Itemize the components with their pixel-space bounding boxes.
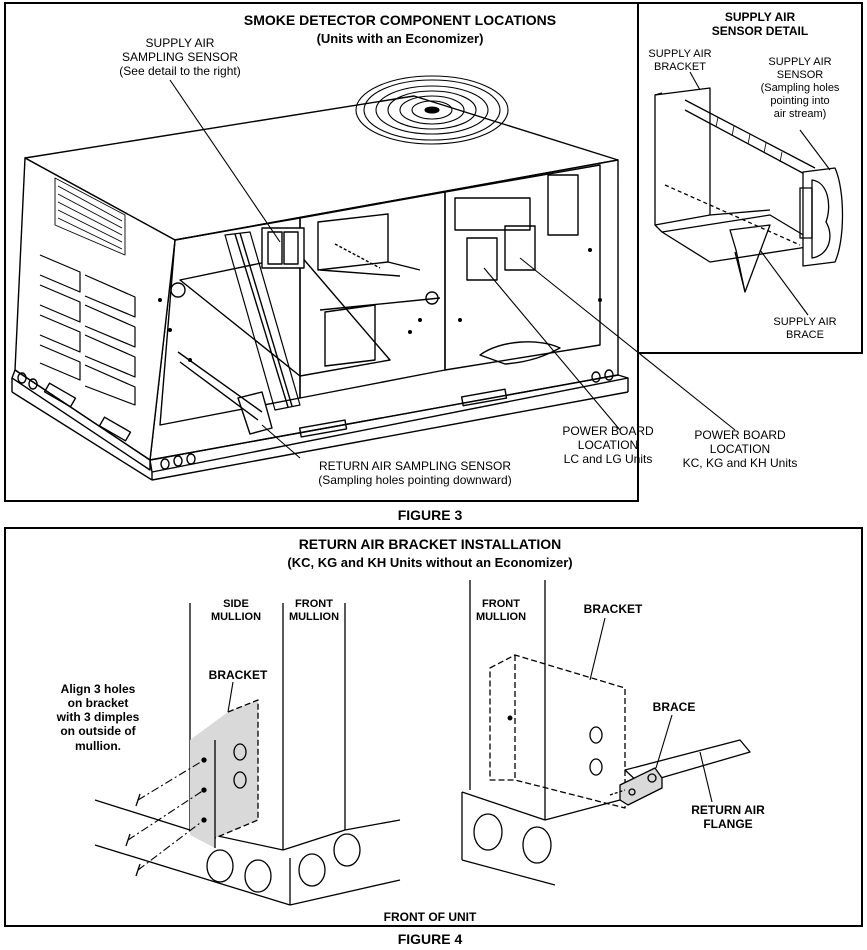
- front-of-unit-label: FRONT OF UNIT: [383, 910, 477, 924]
- base-hole: [206, 849, 234, 883]
- supply-sensor-leader: [169, 79, 281, 243]
- bracket-right-label: BRACKET: [583, 602, 643, 616]
- figure3-subtitle: (Units with an Economizer): [316, 31, 484, 46]
- economizer-hood: [54, 177, 126, 256]
- detail-sensor-label: SUPPLY AIR SENSOR (Sampling holes pointi…: [760, 56, 840, 120]
- detail-brace-label: SUPPLY AIR BRACE: [773, 316, 837, 341]
- figure4-subtitle: (KC, KG and KH Units without an Economiz…: [287, 555, 573, 570]
- figure3-caption: FIGURE 3: [397, 507, 463, 523]
- right-brace: [619, 767, 663, 806]
- return-sensor-label: RETURN AIR SAMPLING SENSOR (Sampling hol…: [318, 459, 512, 488]
- supply-sensor-box: [261, 227, 305, 269]
- brace-label: BRACE: [652, 700, 696, 714]
- base-hole: [244, 859, 272, 893]
- supply-sensor-label: SUPPLY AIR SAMPLING SENSOR (See detail t…: [119, 36, 241, 79]
- power-board-lc-lg-label: POWER BOARD LOCATION LC and LG Units: [562, 424, 654, 467]
- figure4-caption: FIGURE 4: [397, 931, 463, 947]
- base-hole: [298, 853, 326, 887]
- power-board-lc-leader: [483, 267, 621, 431]
- return-air-flange-label: RETURN AIR FLANGE: [691, 803, 765, 832]
- economizer-damper: [224, 231, 301, 411]
- supply-air-sensor-housing: [802, 167, 844, 267]
- louvers: [39, 254, 136, 406]
- base-hole: [333, 833, 361, 867]
- figure3-detail-panel: [637, 2, 863, 354]
- left-bracket: [190, 700, 258, 848]
- bracket-left-label: BRACKET: [208, 668, 268, 682]
- side-mullion-label: SIDE MULLION: [210, 598, 262, 623]
- align-holes-note: Align 3 holes on bracket with 3 dimples …: [56, 682, 140, 753]
- power-board-lc-lg: [466, 237, 498, 281]
- figure3-title: SMOKE DETECTOR COMPONENT LOCATIONS: [243, 12, 557, 28]
- control-compartment: [444, 164, 601, 371]
- return-sensor-box: [237, 391, 273, 435]
- power-board-kc-leader: [519, 257, 736, 431]
- power-board-kc-kg-kh-label: POWER BOARD LOCATION KC, KG and KH Units: [682, 428, 798, 471]
- unit-base-rail: [11, 369, 151, 471]
- figure4-title: RETURN AIR BRACKET INSTALLATION: [298, 536, 562, 552]
- return-sensor-leader: [261, 424, 301, 459]
- front-mullion-left-label: FRONT MULLION: [288, 598, 340, 623]
- figure4-panel: [4, 527, 863, 927]
- detail-title: SUPPLY AIR SENSOR DETAIL: [711, 10, 809, 39]
- right-bracket: [489, 654, 626, 809]
- condenser-fan: [355, 75, 509, 145]
- front-mullion-right-label: FRONT MULLION: [475, 598, 527, 623]
- detail-bracket-label: SUPPLY AIR BRACKET: [648, 48, 712, 73]
